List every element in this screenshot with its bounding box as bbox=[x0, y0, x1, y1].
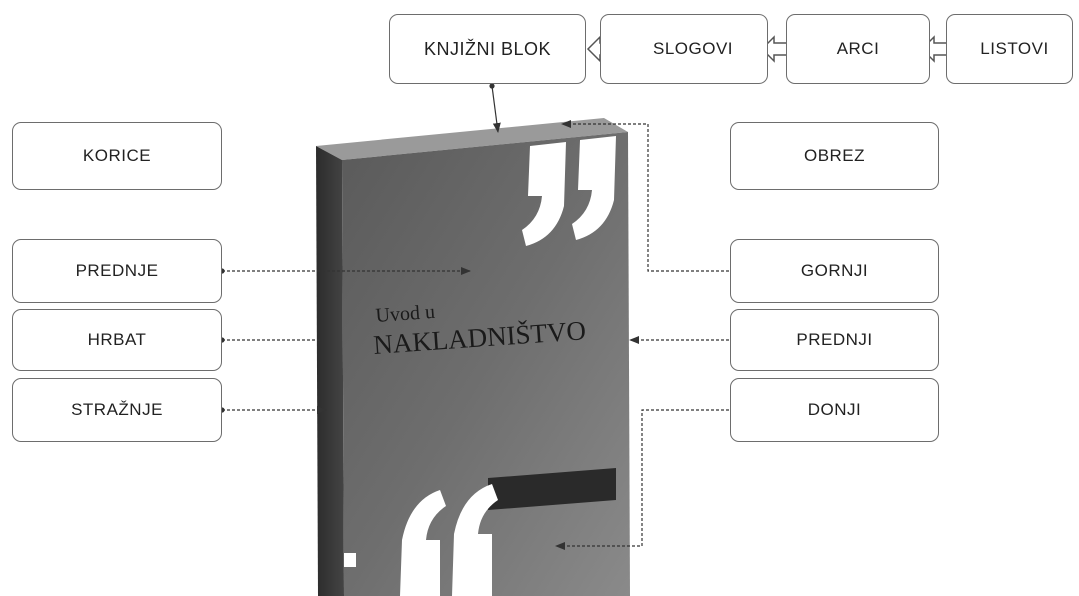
connector-gornji bbox=[561, 120, 737, 274]
obrez-label: OBREZ bbox=[803, 146, 866, 165]
donji-box: DONJI bbox=[730, 378, 939, 442]
book-top-edge bbox=[316, 118, 628, 160]
book-spine bbox=[316, 146, 344, 596]
prednji-label: PREDNJI bbox=[796, 330, 873, 349]
gornji-box: GORNJI bbox=[730, 239, 939, 303]
book-title-line1: Uvod u bbox=[375, 301, 436, 327]
connectors bbox=[219, 83, 737, 550]
listovi-label: LISTOVI bbox=[980, 39, 1049, 58]
korice-label: KORICE bbox=[82, 146, 152, 165]
straznje-box: STRAŽNJE bbox=[12, 378, 222, 442]
slogovi-label: SLOGOVI bbox=[652, 39, 734, 58]
arci-box: ARCI bbox=[786, 14, 930, 84]
gornji-label: GORNJI bbox=[800, 261, 869, 280]
knjizni-blok-box: KNJIŽNI BLOK bbox=[389, 14, 586, 84]
korice-box: KORICE bbox=[12, 122, 222, 190]
prednji-box: PREDNJI bbox=[730, 309, 939, 371]
book-illustration: Uvod u NAKLADNIŠTVO bbox=[316, 118, 630, 596]
prednje-box: PREDNJE bbox=[12, 239, 222, 303]
connector-donji bbox=[555, 407, 737, 550]
quote-mark-open bbox=[400, 484, 498, 596]
obrez-box: OBREZ bbox=[730, 122, 939, 190]
listovi-box: LISTOVI bbox=[946, 14, 1073, 84]
prednje-label: PREDNJE bbox=[75, 261, 159, 280]
book-front-cover bbox=[342, 132, 630, 596]
connector-knjizni-blok bbox=[489, 83, 501, 133]
spine-label bbox=[344, 553, 356, 567]
hrbat-label: HRBAT bbox=[87, 330, 147, 349]
straznje-label: STRAŽNJE bbox=[71, 400, 163, 419]
slogovi-box: SLOGOVI bbox=[600, 14, 768, 84]
knjizni-blok-label: KNJIŽNI BLOK bbox=[423, 38, 552, 59]
arci-label: ARCI bbox=[836, 39, 880, 58]
hrbat-box: HRBAT bbox=[12, 309, 222, 371]
donji-label: DONJI bbox=[807, 400, 862, 419]
